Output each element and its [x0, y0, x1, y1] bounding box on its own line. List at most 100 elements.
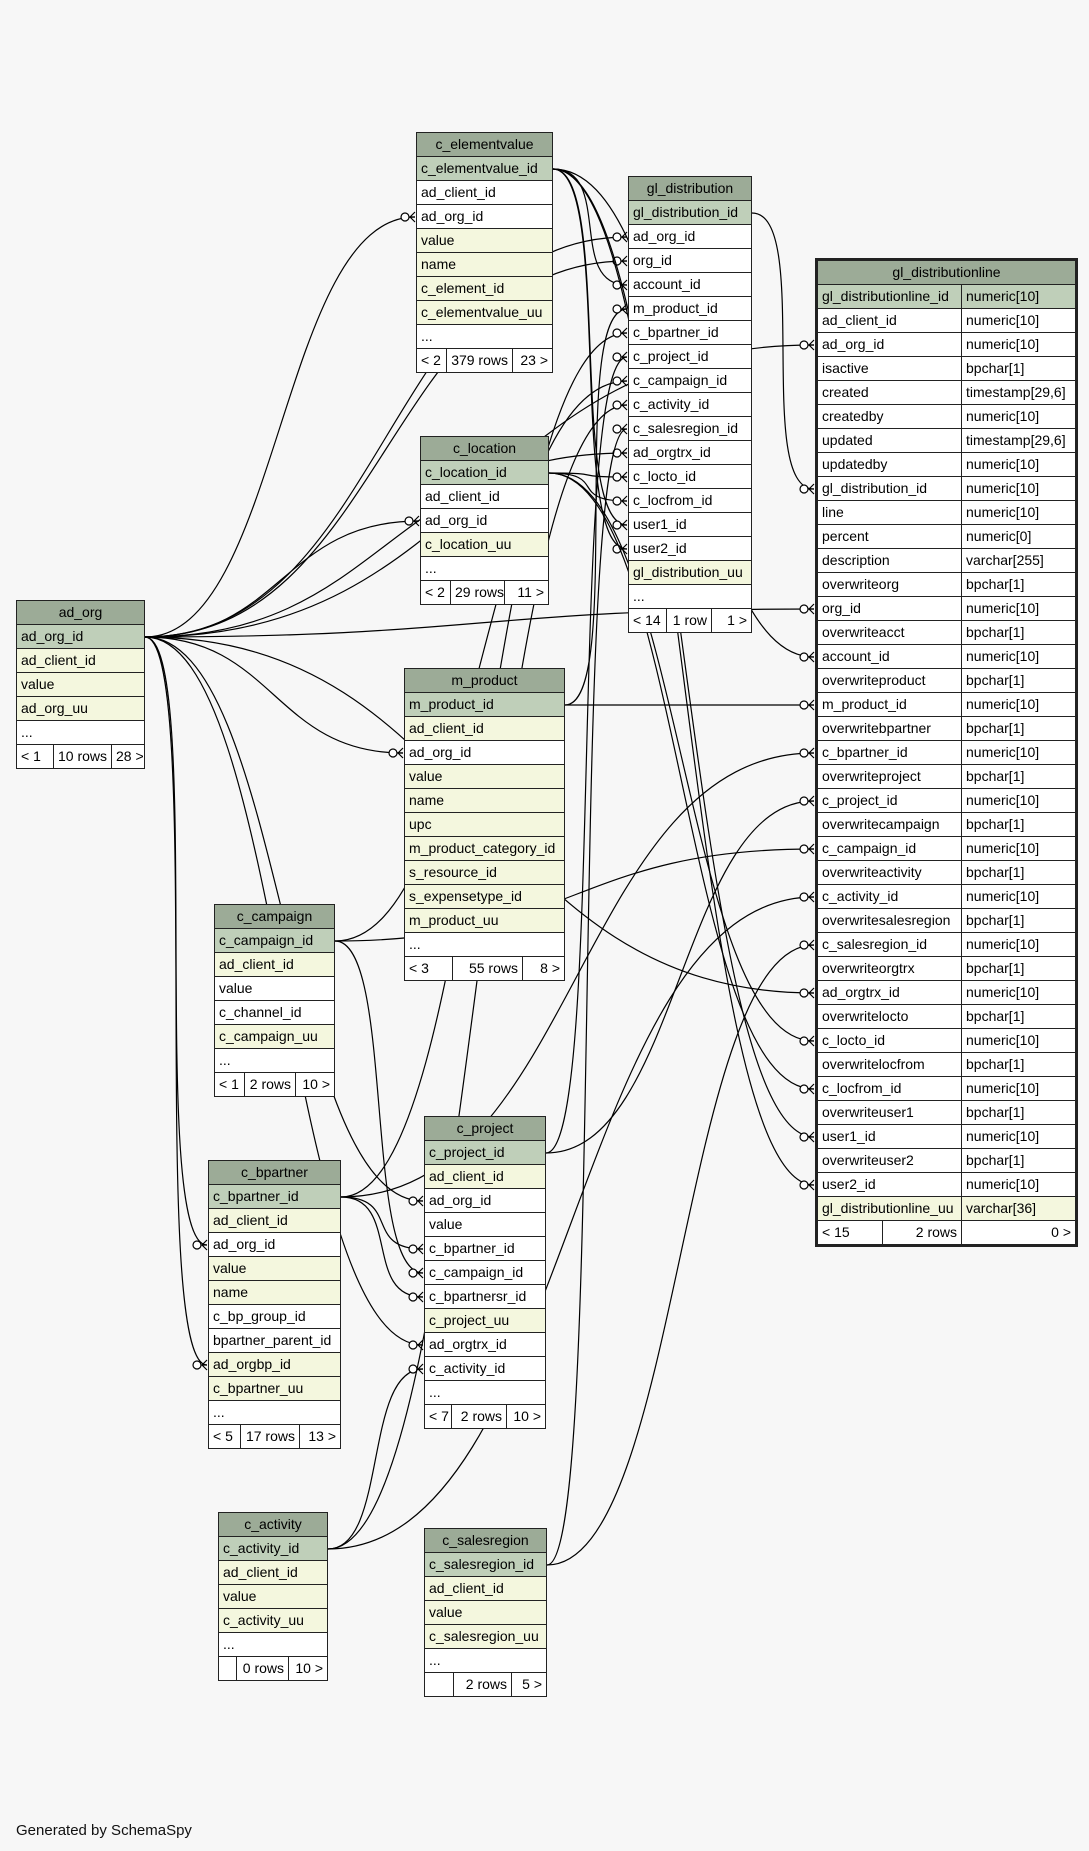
column-row[interactable]: c_activity_uu — [219, 1609, 327, 1633]
column-row[interactable]: value — [209, 1257, 340, 1281]
column-row[interactable]: m_product_category_id — [405, 837, 564, 861]
column-row[interactable]: c_element_id — [417, 277, 552, 301]
column-row[interactable]: gl_distribution_uu — [629, 561, 751, 585]
column-row[interactable]: c_salesregion_id — [425, 1553, 546, 1577]
column-row[interactable]: c_location_uu — [421, 533, 548, 557]
column-row[interactable]: ... — [17, 721, 144, 745]
column-row[interactable]: ... — [417, 325, 552, 349]
column-row[interactable]: ... — [425, 1381, 545, 1405]
column-row[interactable]: gl_distribution_id — [629, 201, 751, 225]
column-row[interactable]: ... — [209, 1401, 340, 1425]
column-row[interactable]: ad_client_id — [425, 1577, 546, 1601]
column-row[interactable]: c_project_uu — [425, 1309, 545, 1333]
column-row[interactable]: ad_client_id — [417, 181, 552, 205]
column-row[interactable]: org_id — [629, 249, 751, 273]
column-row[interactable]: name — [417, 253, 552, 277]
column-row[interactable]: c_activity_id — [219, 1537, 327, 1561]
column-row[interactable]: c_locto_id — [629, 465, 751, 489]
column-row[interactable]: ad_orgtrx_id — [629, 441, 751, 465]
column-row[interactable]: ... — [629, 585, 751, 609]
column-row[interactable]: c_bp_group_id — [209, 1305, 340, 1329]
column-row[interactable]: m_product_id — [405, 693, 564, 717]
column-row[interactable]: ... — [215, 1049, 334, 1073]
column-row[interactable]: c_bpartner_id — [425, 1237, 545, 1261]
column-row[interactable]: value — [425, 1601, 546, 1625]
column-row[interactable]: user2_id — [629, 537, 751, 561]
column-row[interactable]: ad_client_id — [425, 1165, 545, 1189]
column-row[interactable]: value — [417, 229, 552, 253]
column-row[interactable]: ad_org_id — [425, 1189, 545, 1213]
column-row[interactable]: ad_client_id — [215, 953, 334, 977]
column-row[interactable]: ad_org_id — [629, 225, 751, 249]
column-row[interactable]: c_bpartner_uu — [209, 1377, 340, 1401]
column-row[interactable]: ... — [421, 557, 548, 581]
column-row[interactable]: c_bpartner_id — [629, 321, 751, 345]
column-row[interactable]: m_product_uu — [405, 909, 564, 933]
column-row[interactable]: ad_org_id — [417, 205, 552, 229]
column-row[interactable]: m_product_id — [629, 297, 751, 321]
column-row[interactable]: ad_orgbp_id — [209, 1353, 340, 1377]
column-row[interactable]: c_location_id — [421, 461, 548, 485]
column-row[interactable]: ad_org_id — [421, 509, 548, 533]
column-row[interactable]: value — [215, 977, 334, 1001]
column-row[interactable]: c_campaign_uu — [215, 1025, 334, 1049]
column-row[interactable]: value — [405, 765, 564, 789]
column-row[interactable]: c_activity_id — [629, 393, 751, 417]
column-row[interactable]: c_campaign_id — [215, 929, 334, 953]
column-row[interactable]: c_locfrom_id — [629, 489, 751, 513]
column-row[interactable]: c_campaign_id — [629, 369, 751, 393]
column-row[interactable]: ... — [425, 1649, 546, 1673]
column-row[interactable]: c_elementvalue_uu — [417, 301, 552, 325]
column-row[interactable]: c_project_id — [425, 1141, 545, 1165]
column-row[interactable]: value — [425, 1213, 545, 1237]
column-row[interactable]: c_salesregion_id — [629, 417, 751, 441]
column-row[interactable]: c_project_id — [629, 345, 751, 369]
column-row[interactable]: ad_orgtrx_id — [425, 1333, 545, 1357]
column-row[interactable]: ad_client_id — [209, 1209, 340, 1233]
column-row[interactable]: c_elementvalue_id — [417, 157, 552, 181]
column-row[interactable]: bpartner_parent_id — [209, 1329, 340, 1353]
column-row[interactable]: account_id — [629, 273, 751, 297]
column-row[interactable]: user1_id — [629, 513, 751, 537]
column-row[interactable]: ad_client_id — [405, 717, 564, 741]
column-row[interactable]: ad_client_id — [17, 649, 144, 673]
column-row[interactable]: s_resource_id — [405, 861, 564, 885]
column-row[interactable]: s_expensetype_id — [405, 885, 564, 909]
column-row[interactable]: ad_org_id — [209, 1233, 340, 1257]
